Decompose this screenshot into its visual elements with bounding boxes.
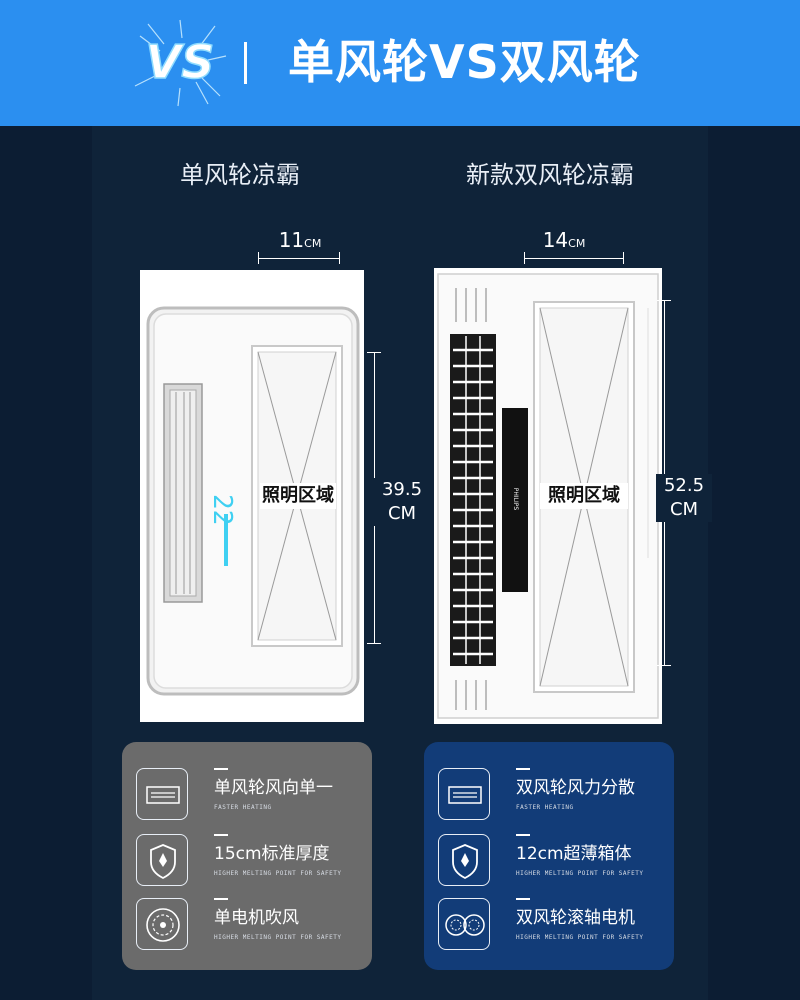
tick <box>258 252 259 264</box>
vs-logo: VS <box>134 19 227 107</box>
left-feature-sub: HIGHER MELTING POINT FOR SAFETY <box>214 934 342 941</box>
left-height-value: 39.5 <box>381 479 423 500</box>
feature-dash <box>516 834 530 836</box>
tick <box>657 300 671 301</box>
tick <box>367 352 381 353</box>
fan-wheel-icon <box>136 898 188 950</box>
left-height-dimension: 39.5 CM <box>370 478 434 526</box>
left-feature-item: 15cm标准厚度 HIGHER MELTING POINT FOR SAFETY <box>136 834 366 886</box>
right-feature-sub: FASTER HEATING <box>516 804 574 811</box>
right-product-title: 新款双风轮凉霸 <box>466 161 634 189</box>
left-feature-sub: HIGHER MELTING POINT FOR SAFETY <box>214 870 342 877</box>
feature-dash <box>516 768 530 770</box>
dual-fan-icon <box>438 898 490 950</box>
right-feature-item: 双风轮风力分散 FASTER HEATING <box>438 768 668 820</box>
brand-mark-area: PHILIPS <box>502 478 528 522</box>
header-divider <box>244 42 247 84</box>
feature-dash <box>214 834 228 836</box>
right-height-value: 52.5 <box>663 475 705 496</box>
left-feature-item: 单风轮风向单一 FASTER HEATING <box>136 768 366 820</box>
left-product-title: 单风轮凉霸 <box>180 161 300 189</box>
air-outlet-icon <box>438 768 490 820</box>
tick <box>657 665 671 666</box>
feature-dash <box>214 768 228 770</box>
left-feature-card: 单风轮风向单一 FASTER HEATING 15cm标准厚度 HIGHER M… <box>122 742 372 970</box>
left-width-value: 11 <box>278 228 305 252</box>
tick <box>367 643 381 644</box>
left-width-line <box>258 258 340 259</box>
right-feature-sub: HIGHER MELTING POINT FOR SAFETY <box>516 934 644 941</box>
tick <box>524 252 525 264</box>
header-banner: VS 单风轮VS双风轮 <box>0 0 800 126</box>
brand-mark: PHILIPS <box>512 487 519 511</box>
right-width-value: 14 <box>542 228 569 252</box>
page-title: 单风轮VS双风轮 <box>288 35 641 89</box>
right-feature-label: 双风轮风力分散 <box>516 778 635 798</box>
shield-icon <box>136 834 188 886</box>
single-fan-device: 22 照明区域 <box>140 270 364 722</box>
left-feature-label: 单电机吹风 <box>214 908 299 928</box>
right-feature-sub: HIGHER MELTING POINT FOR SAFETY <box>516 870 644 877</box>
right-width-line <box>524 258 624 259</box>
right-height-dimension: 52.5 CM <box>656 474 712 522</box>
left-feature-label: 15cm标准厚度 <box>214 844 330 864</box>
feature-dash <box>516 898 530 900</box>
tick <box>623 252 624 264</box>
dual-fan-device: PHILIPS 照明区域 <box>434 268 662 724</box>
left-width-unit: CM <box>304 237 322 250</box>
right-feature-item: 12cm超薄箱体 HIGHER MELTING POINT FOR SAFETY <box>438 834 668 886</box>
air-outlet-icon <box>136 768 188 820</box>
shield-icon <box>438 834 490 886</box>
right-width-unit: CM <box>568 237 586 250</box>
left-lighting-label: 照明区域 <box>260 483 336 509</box>
right-feature-label: 双风轮滚轴电机 <box>516 908 635 928</box>
vs-logo-text: VS <box>146 35 215 89</box>
tick <box>339 252 340 264</box>
right-feature-label: 12cm超薄箱体 <box>516 844 632 864</box>
svg-text:22: 22 <box>207 494 237 525</box>
right-feature-card: 双风轮风力分散 FASTER HEATING 12cm超薄箱体 HIGHER M… <box>424 742 674 970</box>
left-feature-label: 单风轮风向单一 <box>214 778 333 798</box>
right-lighting-label: 照明区域 <box>540 483 628 509</box>
left-width-dimension: 11CM <box>262 228 338 256</box>
left-feature-item: 单电机吹风 HIGHER MELTING POINT FOR SAFETY <box>136 898 366 950</box>
right-width-dimension: 14CM <box>526 228 602 256</box>
right-feature-item: 双风轮滚轴电机 HIGHER MELTING POINT FOR SAFETY <box>438 898 668 950</box>
left-feature-sub: FASTER HEATING <box>214 804 272 811</box>
right-height-unit: CM <box>669 499 699 520</box>
left-height-unit: CM <box>387 503 417 524</box>
feature-dash <box>214 898 228 900</box>
